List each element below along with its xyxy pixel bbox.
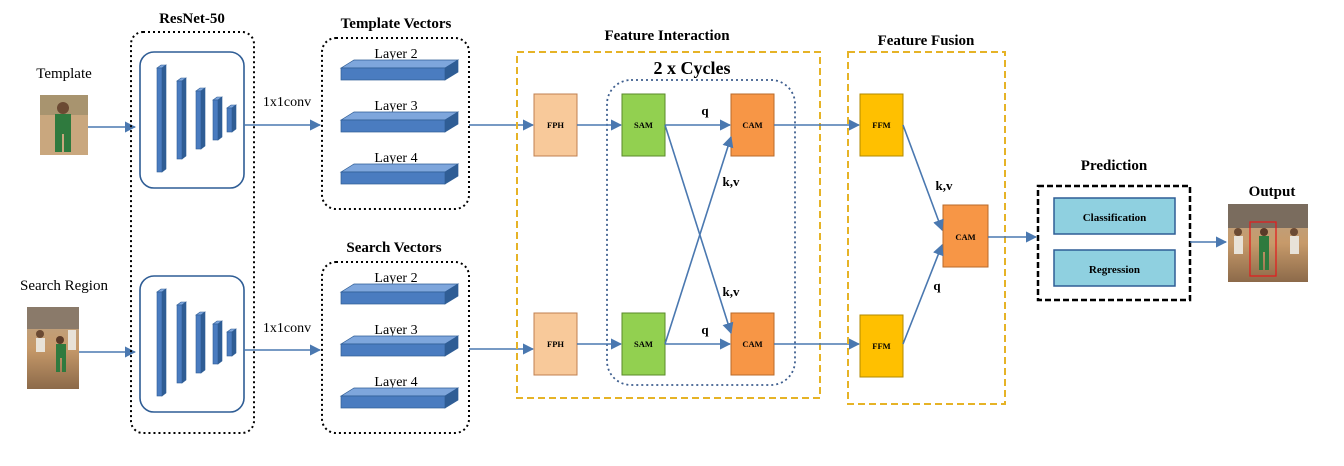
ffm-bottom-block: FFM [859,314,904,378]
search-vectors-layer-3-label: Layer 3 [374,323,417,338]
backbone-stage-4 [212,320,223,365]
cam-top-label: CAM [742,120,762,130]
prediction-box [1036,184,1192,302]
cam-bottom-block: CAM [730,312,775,376]
conv-label-top: 1x1conv [263,95,311,110]
search-region-image [27,307,79,389]
backbone-stage-1 [156,288,167,397]
template-label: Template [36,66,92,82]
backbone-stage-2 [176,301,187,384]
fusion-kv-label: k,v [936,178,953,193]
q-bottom-label: q [701,322,709,337]
search-vectors-layer-4-label: Layer 4 [374,375,417,390]
template-vectors-title: Template Vectors [341,16,452,32]
backbone-top [139,51,245,189]
fph-top-block: FPH [533,93,578,157]
fph-bottom-block: FPH [533,312,578,376]
backbone-stage-3 [195,311,206,374]
search-vectors-layers: Layer 2 Layer 3 Layer 4 [339,271,460,409]
sam-top-block: SAM [621,93,666,157]
prediction-title: Prediction [1081,158,1148,174]
search-vectors-title: Search Vectors [346,240,441,256]
search-vectors-layer-4: Layer 4 [339,375,460,409]
template-vectors-layer-3: Layer 3 [339,99,460,133]
sam-bottom-label: SAM [634,339,653,349]
sam-top-to-cam-bottom-kv-arrow [664,124,734,335]
classification-label: Classification [1083,212,1147,224]
backbone-stage-1 [156,64,167,173]
cycles-box [606,79,796,386]
fph-bottom-label: FPH [547,339,564,349]
template-vectors-layer-3-label: Layer 3 [374,99,417,114]
cycles-label: 2 x Cycles [654,58,731,78]
template-vectors-box [321,37,470,210]
cam-bottom-label: CAM [742,339,762,349]
backbone-stage-2 [176,77,187,160]
search-vectors-layer-2-label: Layer 2 [374,271,417,286]
backbone-stage-5 [226,104,237,133]
kv-bottom-label: k,v [723,284,740,299]
template-vectors-layers: Layer 2 Layer 3 Layer 4 [339,47,460,185]
backbone-stage-3 [195,87,206,150]
search-vectors-layer-2: Layer 2 [339,271,460,305]
template-vectors-layer-2-label: Layer 2 [374,47,417,62]
ffm-bottom-label: FFM [872,341,890,351]
template-vectors-layer-4-label: Layer 4 [374,151,417,166]
output-image [1228,204,1308,282]
ffm-top-label: FFM [872,120,890,130]
output-bounding-box [1249,221,1277,277]
cam-top-block: CAM [730,93,775,157]
regression-label: Regression [1089,264,1140,276]
ffm-top-block: FFM [859,93,904,157]
fusion-cam-block: CAM [942,204,989,268]
feature-fusion-title: Feature Fusion [878,33,975,49]
regression-block: Regression [1053,249,1176,287]
ffm-top-to-cam-arrow [902,124,944,232]
q-top-label: q [701,103,709,118]
feature-interaction-title: Feature Interaction [604,28,730,44]
kv-top-label: k,v [723,174,740,189]
backbone-title: ResNet-50 [159,11,225,27]
feature-interaction-box [516,51,821,399]
sam-bottom-block: SAM [621,312,666,376]
backbone-stage-5 [226,328,237,357]
search-vectors-box [321,261,470,434]
template-image [40,95,88,155]
ffm-bottom-to-cam-arrow [902,243,944,345]
sam-top-label: SAM [634,120,653,130]
fusion-q-label: q [933,278,941,293]
search-region-label: Search Region [20,278,108,294]
fph-top-label: FPH [547,120,564,130]
sam-bottom-to-cam-top-kv-arrow [664,135,734,345]
template-vectors-layer-2: Layer 2 [339,47,460,81]
classification-block: Classification [1053,197,1176,235]
conv-label-bottom: 1x1conv [263,321,311,336]
backbone-dotted-box [130,31,255,434]
backbone-bottom [139,275,245,413]
output-title: Output [1249,184,1296,200]
search-vectors-layer-3: Layer 3 [339,323,460,357]
feature-fusion-box [847,51,1006,405]
template-vectors-layer-4: Layer 4 [339,151,460,185]
backbone-stage-4 [212,96,223,141]
fusion-cam-label: CAM [955,232,975,242]
